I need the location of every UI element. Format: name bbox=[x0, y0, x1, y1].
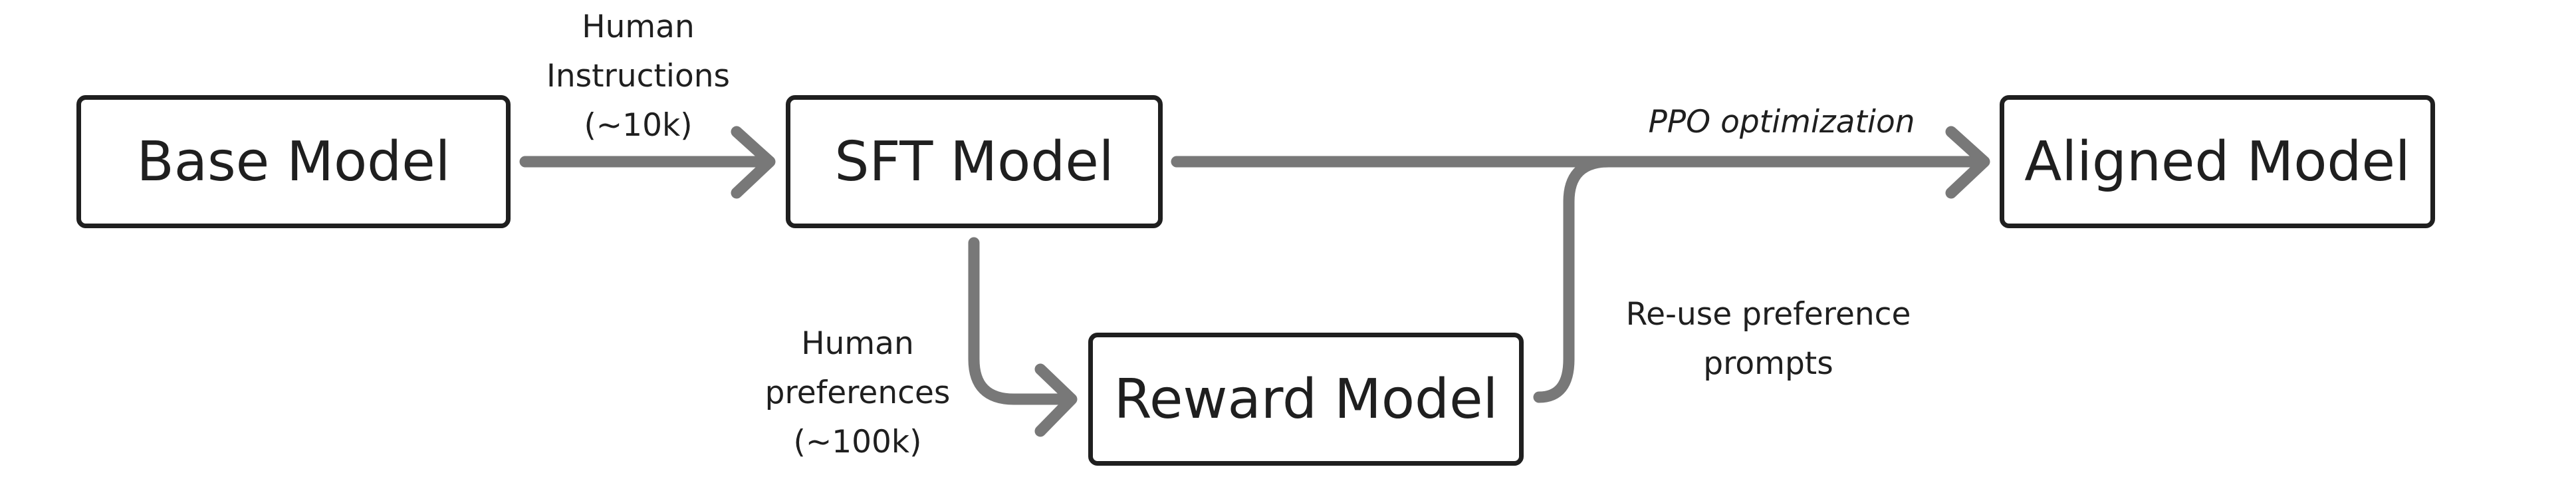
human-instructions-line-3: (~10k) bbox=[584, 107, 693, 144]
base-model-label: Base Model bbox=[136, 130, 451, 194]
aligned-model-node: Aligned Model bbox=[2000, 95, 2435, 228]
sft-model-node: SFT Model bbox=[786, 95, 1163, 228]
arrowhead-base-to-sft bbox=[731, 126, 776, 199]
human-instructions-label: Human Instructions (~10k) bbox=[505, 3, 771, 150]
reuse-prompts-line-1: Re-use preference bbox=[1625, 296, 1911, 333]
ppo-optimization-text: PPO optimization bbox=[1648, 104, 1915, 140]
arrow-sft-to-reward bbox=[968, 237, 1073, 405]
arrowhead-sft-to-aligned bbox=[1945, 126, 1990, 199]
reuse-prompts-label: Re-use preference prompts bbox=[1595, 290, 1941, 389]
human-instructions-line-2: Instructions bbox=[546, 58, 731, 94]
human-preferences-line-2: preferences bbox=[764, 375, 951, 411]
human-preferences-line-3: (~100k) bbox=[793, 424, 922, 460]
human-instructions-line-1: Human bbox=[582, 9, 695, 45]
reward-model-node: Reward Model bbox=[1088, 333, 1524, 466]
aligned-model-label: Aligned Model bbox=[2024, 130, 2410, 194]
reward-model-label: Reward Model bbox=[1113, 367, 1498, 431]
sft-model-label: SFT Model bbox=[834, 130, 1114, 194]
ppo-optimization-label: PPO optimization bbox=[1609, 98, 1954, 147]
arrowhead-sft-to-reward bbox=[1034, 363, 1078, 437]
reuse-prompts-line-2: prompts bbox=[1703, 345, 1833, 382]
human-preferences-label: Human preferences (~100k) bbox=[738, 319, 977, 467]
human-preferences-line-1: Human bbox=[801, 325, 914, 362]
base-model-node: Base Model bbox=[76, 95, 511, 228]
arrow-reward-to-ppo bbox=[1533, 156, 1615, 403]
